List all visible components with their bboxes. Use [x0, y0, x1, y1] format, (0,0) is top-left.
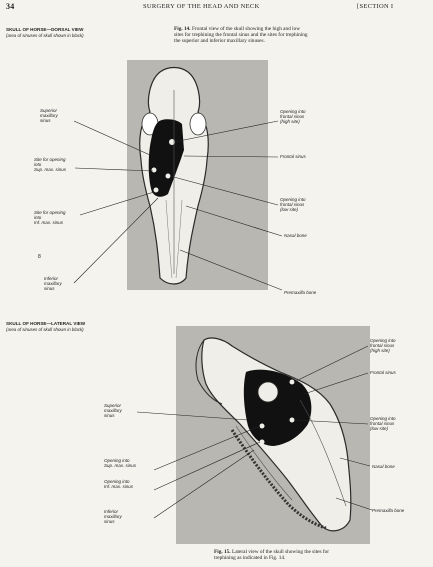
- opening-frontal-low-marker: [290, 418, 295, 423]
- label-superior-maxillary-sinus-lateral: Superior maxillary sinus: [104, 403, 122, 419]
- opening-frontal-high-marker: [290, 380, 295, 385]
- figure-15-caption: Fig. 15. Lateral view of the skull showi…: [214, 549, 430, 561]
- label-frontal-sinus-lateral: Frontal sinus: [370, 370, 396, 375]
- label-premaxilla-bone-lateral: Premaxilla bone: [372, 508, 404, 513]
- label-opening-frontal-sinus-low-lateral: Opening into frontal sinus (low site): [370, 416, 396, 432]
- opening-inf-max-marker: [260, 440, 265, 445]
- label-opening-inf-max-sinus: Opening into Inf. max. sinus: [104, 479, 133, 489]
- label-inferior-maxillary-sinus-lateral: Inferior maxillary sinus: [104, 509, 122, 525]
- label-nasal-bone-lateral: Nasal bone: [372, 464, 395, 469]
- lateral-orbit: [258, 382, 278, 402]
- figure-15-caption-line: trephining as indicated in Fig. 14.: [214, 555, 430, 561]
- opening-sup-max-marker: [260, 424, 265, 429]
- label-opening-sup-max-sinus: Opening into Sup. max. sinus: [104, 458, 136, 468]
- label-opening-frontal-sinus-high-lateral: Opening into frontal sinus (high site): [370, 338, 396, 354]
